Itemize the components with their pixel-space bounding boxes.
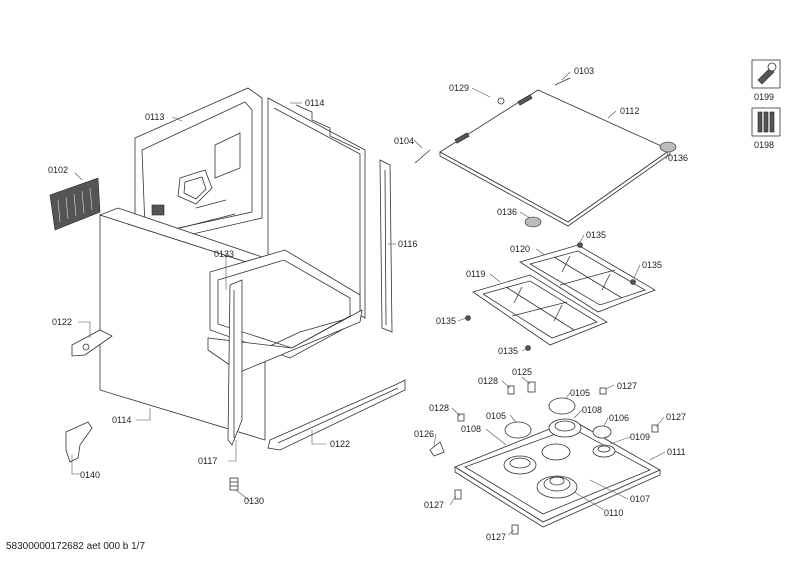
part-label-0127-top: 0127 [617,381,637,391]
part-label-0127-right: 0127 [666,412,686,422]
part-label-0114-right: 0114 [305,98,324,108]
foot-pad-0136a [659,141,677,153]
part-label-0133: 0133 [214,249,234,259]
part-label-0122-rail: 0122 [330,439,350,449]
part-label-0106: 0106 [609,413,629,423]
part-label-0140: 0140 [80,470,100,480]
rear-strip [379,159,393,333]
part-label-0116: 0116 [398,239,417,249]
part-label-0108-right: 0108 [582,405,602,415]
part-label-0120: 0120 [510,244,530,254]
burner-rear-left [503,421,537,475]
part-label-0135-right: 0135 [642,260,662,270]
part-label-0129: 0129 [449,83,469,93]
part-label-0108-left: 0108 [461,424,481,434]
part-label-0127-bottom: 0127 [486,532,506,542]
part-label-0128-top: 0128 [478,376,498,386]
legend-code-0199: 0199 [754,92,774,102]
screw-0130 [229,477,239,491]
foot-pad-0136b [524,216,542,228]
part-label-0110: 0110 [604,508,623,518]
part-label-0105-right: 0105 [570,388,590,398]
part-label-0112: 0112 [620,106,639,116]
pan-support-0119 [472,274,608,346]
part-labels: 0102 0113 0114 0133 0116 0122 0114 0122 … [48,66,688,542]
front-frame-strip [227,279,243,446]
legend-tools: 0199 [751,59,781,102]
legend-code-0198: 0198 [754,140,774,150]
part-label-0128-mid: 0128 [429,403,449,413]
part-label-0113: 0113 [145,112,164,122]
part-label-0114-left: 0114 [112,415,131,425]
part-label-0130: 0130 [244,496,264,506]
part-label-0127-left: 0127 [424,500,444,510]
burner-wok [536,443,578,499]
part-label-0135-left: 0135 [436,316,456,326]
leader-lines [71,71,669,536]
bottom-tray [207,249,363,373]
part-label-0136-right: 0136 [668,153,688,163]
part-label-0135-bottom: 0135 [498,346,518,356]
part-label-0119: 0119 [466,269,485,279]
part-label-0105-left: 0105 [486,411,506,421]
left-bracket-0122 [71,329,113,357]
pan-support-0120 [519,244,656,313]
part-label-0126: 0126 [414,429,434,439]
burner-rear-right [548,397,582,438]
part-label-0122-left: 0122 [52,317,72,327]
part-label-0117: 0117 [198,456,217,466]
document-footer: 58300000172682 aet 000 b 1/7 [6,541,146,552]
burner-small [592,425,616,458]
foot-bracket-0140 [65,421,93,463]
rubber-feet-0135 [465,242,636,351]
rail-0122 [267,379,406,451]
part-label-0111: 0111 [667,447,686,457]
back-panel [134,87,263,243]
legend-screws: 0198 [751,107,781,150]
cover-plate [414,77,671,227]
part-label-0125: 0125 [512,367,532,377]
ventilation-grille [49,177,101,231]
part-label-0102: 0102 [48,165,68,175]
part-label-0104: 0104 [394,136,414,146]
part-label-0136-left: 0136 [497,207,517,217]
part-label-0103: 0103 [574,66,594,76]
part-label-0135-top: 0135 [586,230,606,240]
small-fittings [429,381,659,535]
part-label-0107: 0107 [630,494,650,504]
part-label-0109: 0109 [630,432,650,442]
